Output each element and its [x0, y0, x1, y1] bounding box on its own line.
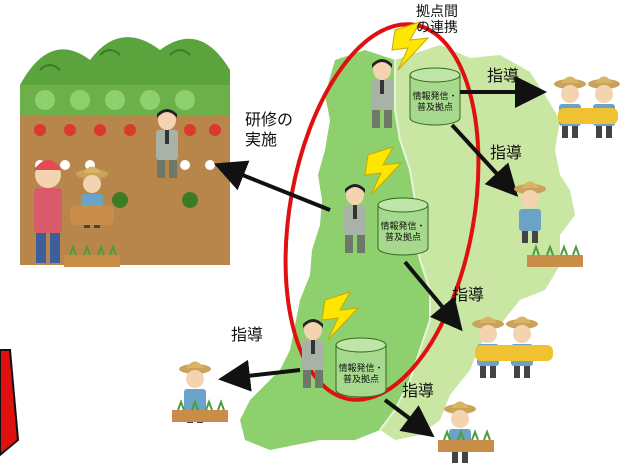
farmer-west — [171, 361, 229, 423]
trainee-farmers — [34, 160, 114, 263]
base-label-line2: 普及拠点 — [384, 233, 421, 243]
arrow-guide-s — [383, 398, 435, 438]
base-label-line1: 情報発信・ — [412, 92, 458, 102]
training-label-line1: 研修の — [245, 110, 294, 129]
base-middle — [344, 146, 429, 256]
lightning-icon — [391, 21, 430, 71]
training-label-line2: 実施 — [245, 130, 278, 149]
link-label-line2: の連携 — [416, 20, 458, 36]
cylinder-icon — [409, 67, 461, 126]
link-label-line1: 拠点間 — [416, 4, 458, 20]
base-north — [371, 21, 461, 128]
base-label-line2: 普及拠点 — [342, 375, 379, 385]
base-label-line1: 情報発信・ — [338, 364, 384, 374]
guide-label-west: 指導 — [231, 325, 264, 344]
guide-label-south: 指導 — [402, 381, 435, 400]
training-farm-illustration — [20, 37, 230, 265]
base-label-line2: 普及拠点 — [416, 103, 453, 113]
farmers-northeast — [554, 76, 620, 138]
lightning-icon — [321, 291, 360, 341]
red-corner-shape — [0, 349, 20, 457]
farmers-southeast — [472, 316, 553, 378]
arrow-guide-se — [403, 260, 463, 332]
base-label-south: 情報発信・ 普及拠点 — [337, 364, 385, 386]
cylinder-icon — [335, 337, 387, 398]
guide-label-east: 指導 — [490, 143, 523, 162]
base-label-north: 情報発信・ 普及拠点 — [411, 92, 459, 114]
guide-label-southeast: 指導 — [452, 285, 485, 304]
link-label: 拠点間 の連携 — [416, 4, 458, 36]
arrow-to-training — [213, 160, 331, 212]
arrow-guide-e — [450, 123, 519, 197]
base-label-line1: 情報発信・ — [380, 222, 426, 232]
base-label-middle: 情報発信・ 普及拠点 — [379, 222, 427, 244]
arrows — [213, 76, 547, 438]
cylinder-icon — [377, 197, 429, 256]
arrow-guide-w — [218, 359, 301, 392]
lightning-icon — [364, 146, 403, 196]
farmer-south — [437, 401, 495, 463]
prefecture-map-east — [380, 45, 575, 440]
training-label: 研修の 実施 — [245, 110, 293, 150]
base-south — [302, 291, 387, 398]
guide-label-northeast: 指導 — [487, 66, 520, 85]
